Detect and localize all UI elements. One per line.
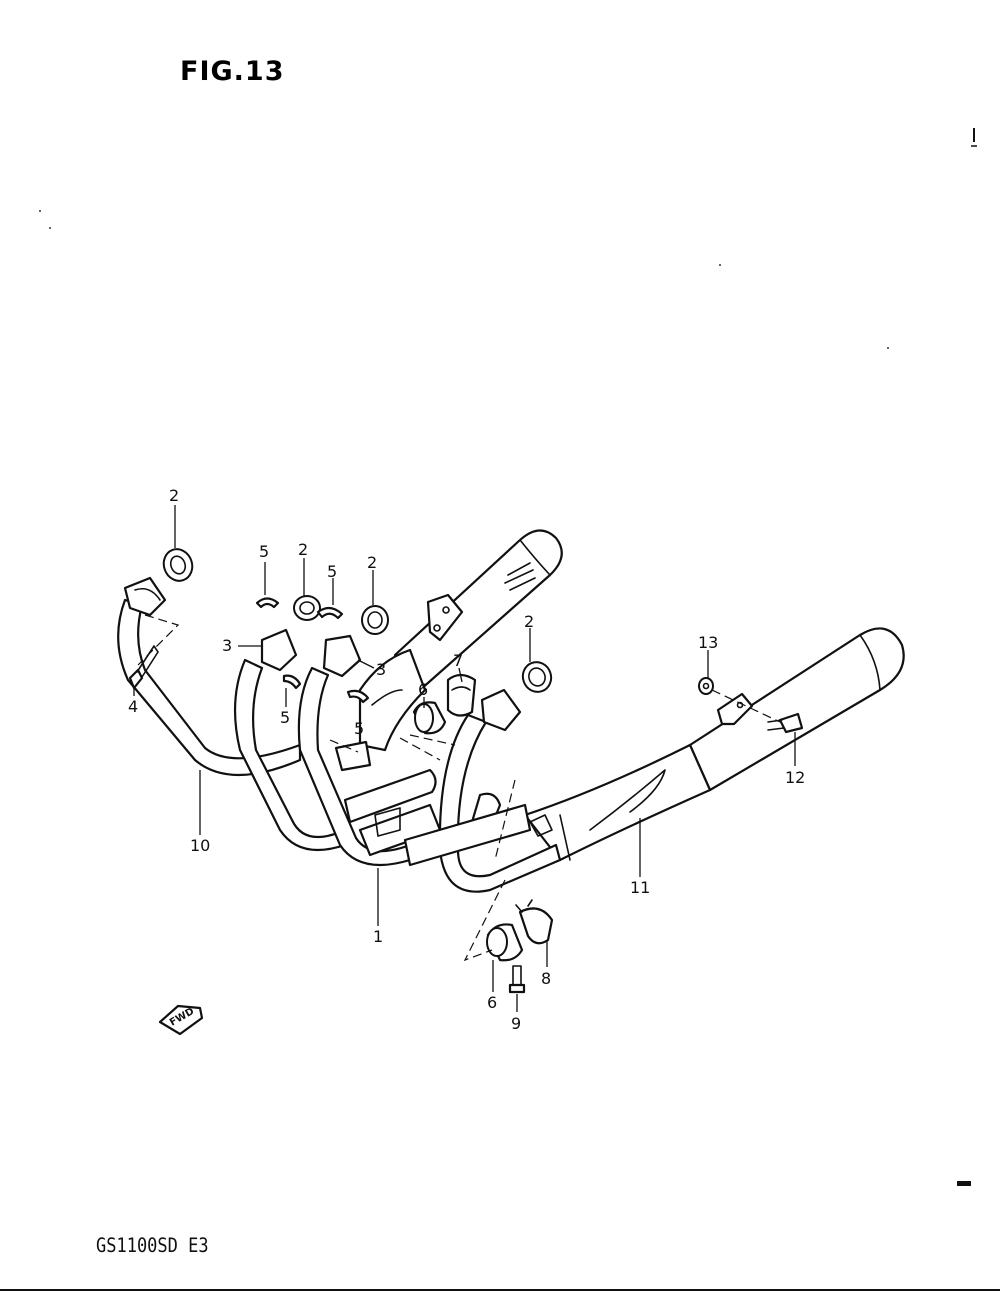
callout-6: 6 — [487, 993, 497, 1012]
callout-8: 8 — [541, 969, 551, 988]
callout-11: 11 — [630, 878, 650, 897]
figure-title: FIG.13 — [180, 56, 285, 87]
fastener-parts — [128, 645, 804, 994]
callout-7: 7 — [453, 651, 463, 670]
clip-parts — [255, 597, 370, 704]
gasket-parts — [162, 548, 553, 693]
callout-2: 2 — [524, 612, 534, 631]
callout-13: 13 — [698, 633, 718, 652]
callout-2: 2 — [169, 486, 179, 505]
exhaust-pipe-2 — [233, 628, 347, 852]
model-code: GS1100SD E3 — [96, 1234, 209, 1258]
scan-marks — [0, 128, 1000, 1291]
muffler-left — [358, 529, 563, 752]
callout-9: 9 — [511, 1014, 521, 1033]
callout-5: 5 — [259, 542, 269, 561]
exhaust-pipe-11 — [438, 688, 562, 893]
callout-3: 3 — [376, 660, 386, 679]
callout-10: 10 — [190, 836, 210, 855]
sleeve-and-clamp-parts — [412, 673, 554, 962]
callout-labels: 2 5 2 5 2 2 13 3 3 7 6 4 5 5 12 10 11 1 … — [128, 486, 805, 1033]
muffler-right — [523, 627, 905, 862]
alignment-lines — [137, 614, 781, 962]
forward-direction-arrow: FWD — [158, 1004, 204, 1036]
callout-4: 4 — [128, 697, 138, 716]
collector-pipes — [334, 740, 553, 867]
callout-3: 3 — [222, 636, 232, 655]
leader-lines — [133, 505, 796, 1012]
callout-12: 12 — [785, 768, 805, 787]
callout-5: 5 — [354, 719, 364, 738]
exhaust-pipe-10 — [117, 576, 302, 776]
callout-5: 5 — [280, 708, 290, 727]
callout-5: 5 — [327, 562, 337, 581]
callout-2: 2 — [298, 540, 308, 559]
callout-1: 1 — [373, 927, 383, 946]
callout-2: 2 — [367, 553, 377, 572]
callout-6: 6 — [418, 680, 428, 699]
